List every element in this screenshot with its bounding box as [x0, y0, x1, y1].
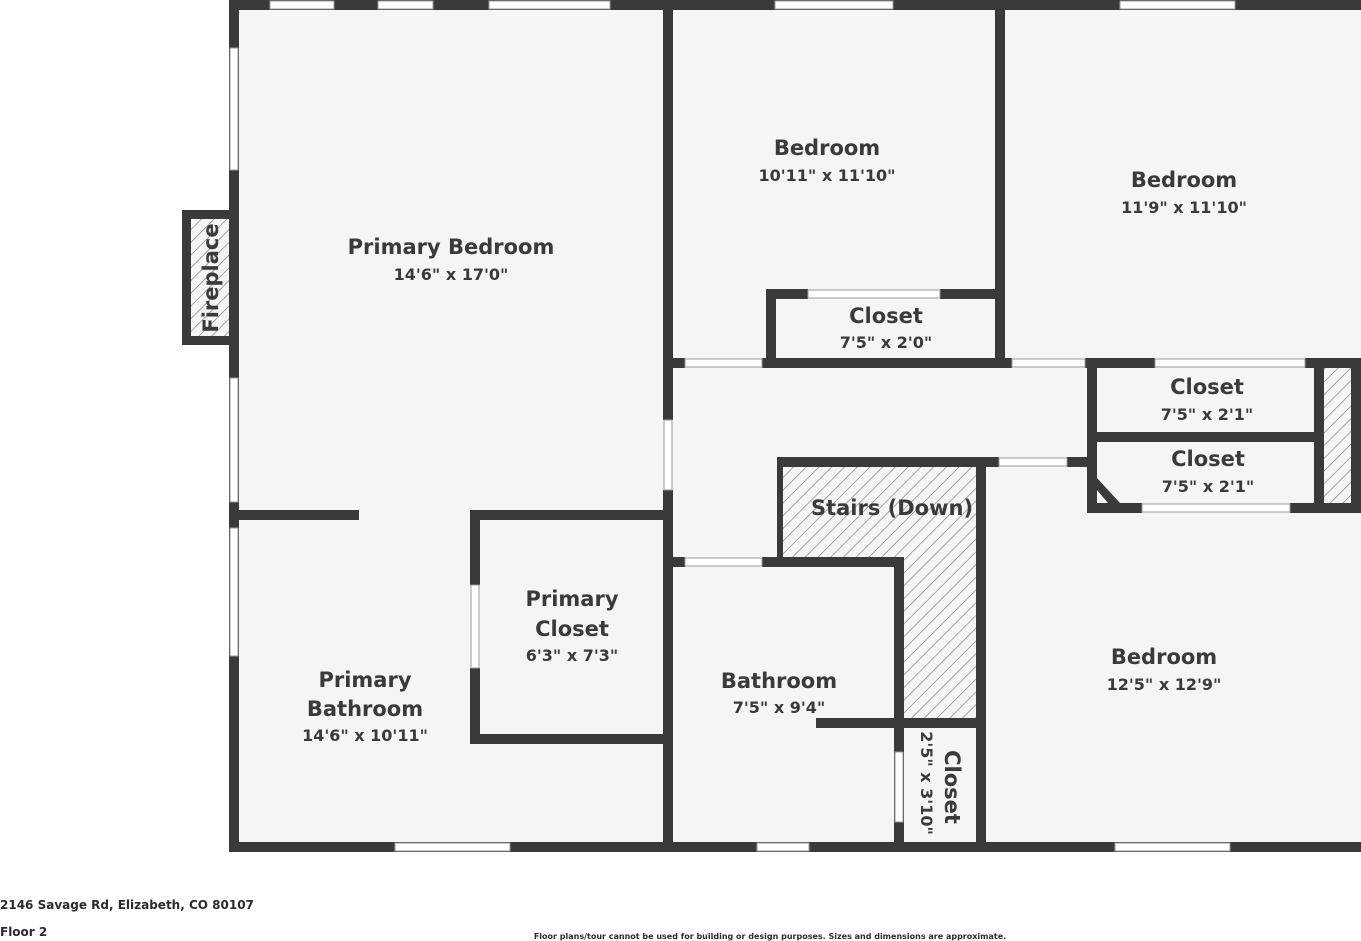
primary-closet-dims: 6'3" x 7'3" — [526, 646, 618, 665]
primary-closet-label-line2: Closet — [535, 617, 609, 641]
closet-3-label: Closet — [1171, 447, 1245, 471]
floor-label: Floor 2 — [0, 925, 48, 939]
primary-bedroom-label: Primary Bedroom — [348, 235, 555, 259]
closet-4-dims: 2'5" x 3'10" — [917, 731, 936, 835]
primary-bathroom-label-line1: Primary — [318, 668, 411, 692]
primary-closet-label-line1: Primary — [525, 587, 618, 611]
bathroom-label: Bathroom — [721, 669, 837, 693]
bedroom-2-label: Bedroom — [1131, 168, 1237, 192]
stairs-label: Stairs (Down) — [811, 496, 973, 520]
stairs-hatch — [779, 462, 979, 720]
property-address: 2146 Savage Rd, Elizabeth, CO 80107 — [0, 898, 254, 912]
closet-4-label: Closet — [940, 750, 964, 824]
closet-3-dims: 7'5" x 2'1" — [1162, 477, 1254, 496]
bedroom-3-label: Bedroom — [1111, 645, 1217, 669]
fireplace-hatch — [191, 219, 229, 336]
bathroom-dims: 7'5" x 9'4" — [733, 698, 825, 717]
primary-bathroom-label-line2: Bathroom — [307, 697, 423, 721]
primary-bedroom-dims: 14'6" x 17'0" — [394, 265, 509, 284]
bedroom-1-label: Bedroom — [774, 136, 880, 160]
windows — [229, 0, 1306, 852]
bedroom-2-dims: 11'9" x 11'10" — [1121, 198, 1247, 217]
closet-2-dims: 7'5" x 2'1" — [1161, 405, 1253, 424]
closet-1-dims: 7'5" x 2'0" — [840, 333, 932, 352]
primary-bathroom-dims: 14'6" x 10'11" — [302, 726, 428, 745]
chase-hatch — [1323, 365, 1353, 508]
bedroom-3-dims: 12'5" x 12'9" — [1107, 675, 1222, 694]
floor-area — [229, 0, 1361, 852]
disclaimer-text: Floor plans/tour cannot be used for buil… — [533, 932, 1007, 941]
bedroom-1-dims: 10'11" x 11'10" — [759, 166, 896, 185]
closet-1-label: Closet — [849, 304, 923, 328]
closet-2-label: Closet — [1170, 375, 1244, 399]
fireplace-label: Fireplace — [199, 223, 223, 332]
